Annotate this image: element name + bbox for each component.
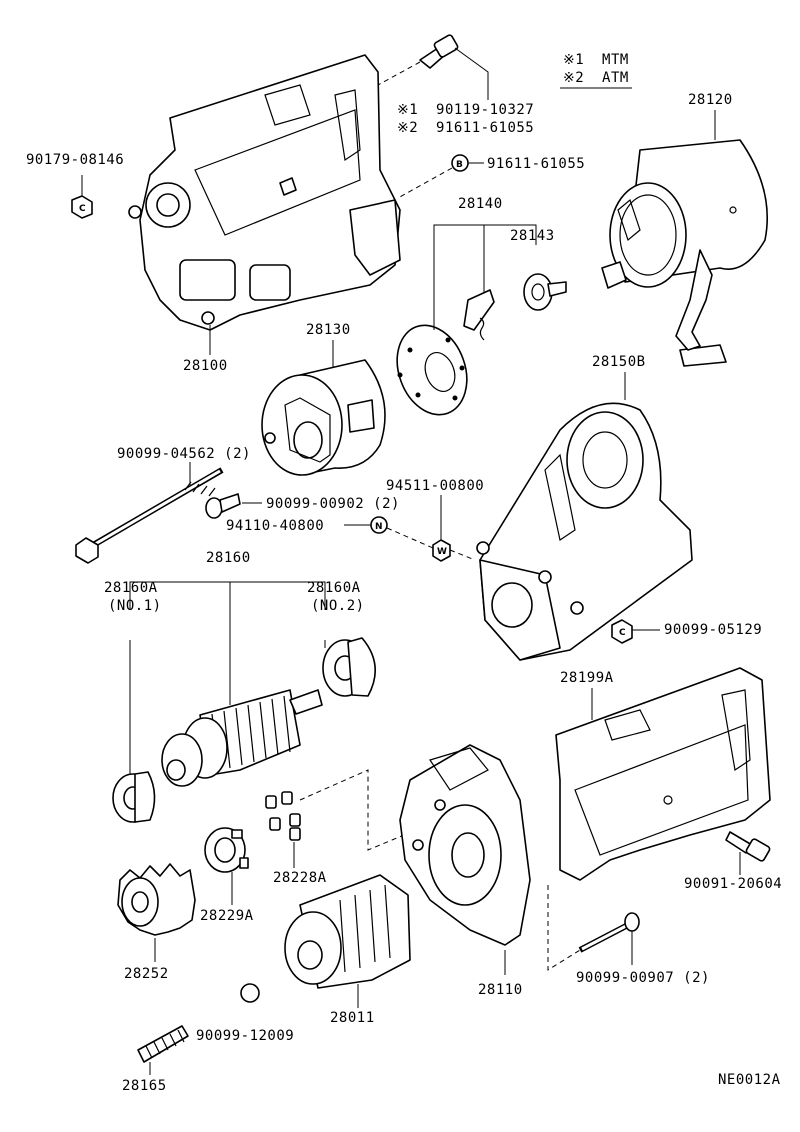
label-ball: 90099-12009 <box>196 1028 295 1044</box>
label-bearing-2: 28160A <box>307 580 361 596</box>
nut-c-right[interactable]: C <box>611 619 633 644</box>
brush-holder-28140[interactable] <box>385 289 495 425</box>
drive-housing-28110[interactable] <box>399 744 531 946</box>
label-rollers: 28228A <box>273 870 327 886</box>
label-field: 28130 <box>306 322 351 338</box>
leader-armature <box>129 581 326 610</box>
starter-assembly[interactable] <box>128 54 401 331</box>
cover-28199a[interactable] <box>555 667 771 881</box>
label-gear: 28252 <box>124 966 169 982</box>
legend-mtm: ※1 MTM <box>563 52 629 68</box>
label-brush-holder: 28140 <box>458 196 503 212</box>
dash-b <box>397 167 453 199</box>
nut-w[interactable]: W <box>432 539 451 562</box>
spring-28165[interactable] <box>137 1025 189 1063</box>
svg-text:N: N <box>375 522 383 532</box>
yoke-28120[interactable] <box>601 139 768 367</box>
ball-90099-12009[interactable] <box>240 983 260 1003</box>
field-28130[interactable] <box>261 359 386 476</box>
label-bolt-atm: ※2 91611-61055 <box>397 120 535 136</box>
armature-28160[interactable] <box>161 689 323 787</box>
svg-text:W: W <box>437 547 447 557</box>
svg-text:B: B <box>456 160 463 170</box>
mark-b: B <box>451 154 469 172</box>
bearing-28160a-no1[interactable] <box>112 771 156 823</box>
leader-bolt-top <box>454 47 489 100</box>
label-bearing-2-sub: (NO.2) <box>311 598 365 614</box>
label-nut-c-left: 90179-08146 <box>26 152 125 168</box>
label-clutch: 28011 <box>330 1010 375 1026</box>
mark-c-left: C <box>79 204 86 214</box>
label-screw: 90099-00902 (2) <box>266 496 400 512</box>
label-armature: 28160 <box>206 550 251 566</box>
label-bearing-1-sub: (NO.1) <box>108 598 162 614</box>
label-through-bolt: 90099-04562 (2) <box>117 446 251 462</box>
label-nut-w: 94511-00800 <box>386 478 485 494</box>
dash-bolt-top <box>377 61 421 86</box>
bearing-28160a-no2[interactable] <box>322 637 377 697</box>
label-starter-assy: 28100 <box>183 358 228 374</box>
gear-28252[interactable] <box>117 863 196 936</box>
bolt-90119[interactable] <box>419 34 459 69</box>
label-yoke: 28120 <box>688 92 733 108</box>
label-long-bolt: 90099-00907 (2) <box>576 970 710 986</box>
label-bolt-mtm: ※1 90119-10327 <box>397 102 535 118</box>
label-washer-n: 94110-40800 <box>226 518 325 534</box>
clutch-28011[interactable] <box>284 874 411 989</box>
label-bolt-b: 91611-61055 <box>487 156 586 172</box>
legend-atm: ※2 ATM <box>563 70 629 86</box>
long-bolt-90099-00907[interactable] <box>578 912 640 953</box>
dash-w2 <box>449 549 476 561</box>
label-cover-bolt: 90091-20604 <box>684 876 783 892</box>
screw-90099-00902[interactable] <box>205 493 241 519</box>
label-bearing-1: 28160A <box>104 580 158 596</box>
washer-n[interactable]: N <box>370 516 388 534</box>
dash-long-bolt <box>547 885 581 971</box>
label-spring: 28165 <box>122 1078 167 1094</box>
label-housing: 28150B <box>592 354 646 370</box>
leader-brush-holder <box>433 224 537 330</box>
label-drive-housing: 28110 <box>478 982 523 998</box>
label-brush-spring: 28143 <box>510 228 555 244</box>
svg-text:C: C <box>619 628 626 638</box>
diagram-code: NE0012A <box>718 1072 781 1088</box>
housing-28150b[interactable] <box>476 402 693 661</box>
label-retainer: 28229A <box>200 908 254 924</box>
rollers-28228a[interactable] <box>265 791 301 841</box>
label-nut-c-right: 90099-05129 <box>664 622 763 638</box>
dash-w <box>386 527 434 549</box>
cover-bolt-90091[interactable] <box>725 831 771 862</box>
retainer-28229a[interactable] <box>204 827 249 873</box>
brush-spring-28143[interactable] <box>523 273 567 311</box>
through-bolt-90099-04562[interactable] <box>75 467 224 564</box>
nut-c-left[interactable]: C <box>71 195 93 219</box>
label-cover: 28199A <box>560 670 614 686</box>
